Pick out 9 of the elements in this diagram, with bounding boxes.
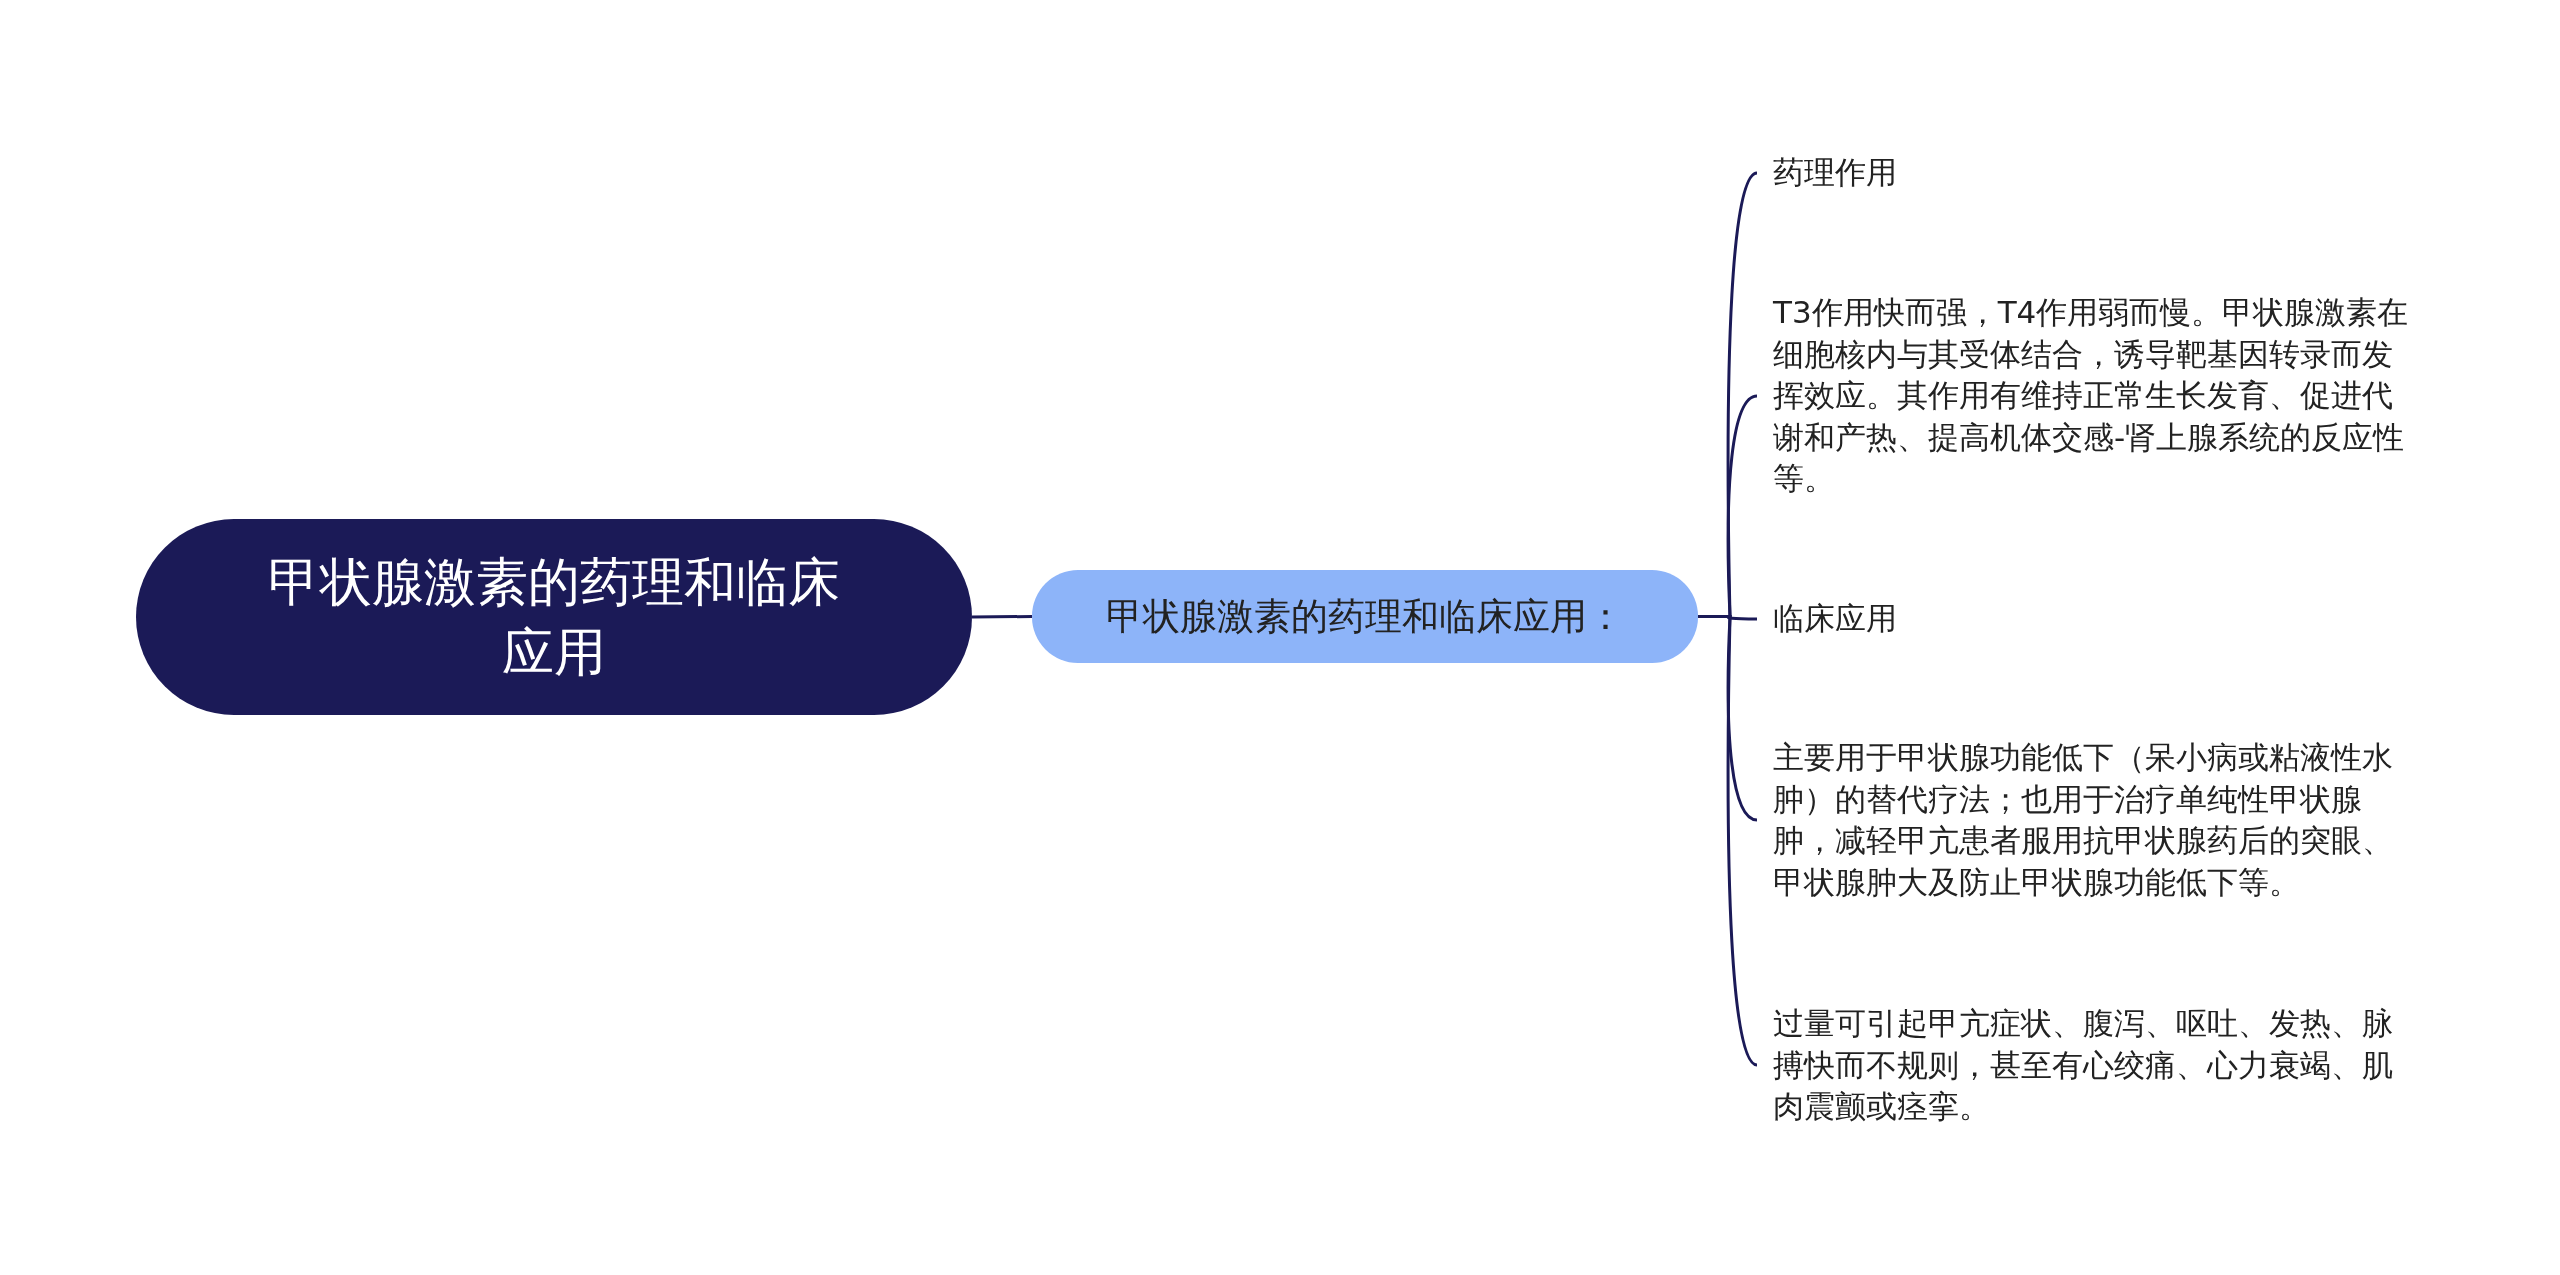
leaf-text: 临床应用 xyxy=(1773,599,1898,639)
connector-line xyxy=(1698,615,1758,1067)
branch-topic: 甲状腺激素的药理和临床应用： xyxy=(1032,570,1698,663)
connector-line xyxy=(972,615,1032,619)
root-topic: 甲状腺激素的药理和临床应用 xyxy=(136,519,972,715)
leaf-text: 主要用于甲状腺功能低下（呆小病或粘液性水肿）的替代疗法；也用于治疗单纯性甲状腺肿，减轻甲亢患者服用抗甲状腺药后的突眼、甲状腺肿大及防止甲状腺功能低下等。 xyxy=(1773,737,2394,902)
leaf-text: T3作用快而强，T4作用弱而慢。甲状腺激素在细胞核内与其受体结合，诱导靶基因转录而发挥效应。其作用有维持正常生长发育、促进代谢和产热、提高机体交感-肾上腺系统的反应性等。 xyxy=(1773,293,2410,499)
leaf-text: 药理作用 xyxy=(1773,153,1898,193)
leaf-text: 过量可引起甲亢症状、腹泻、呕吐、发热、脉搏快而不规则，甚至有心绞痛、心力衰竭、肌肉震颤或痉挛。 xyxy=(1773,1003,2394,1126)
